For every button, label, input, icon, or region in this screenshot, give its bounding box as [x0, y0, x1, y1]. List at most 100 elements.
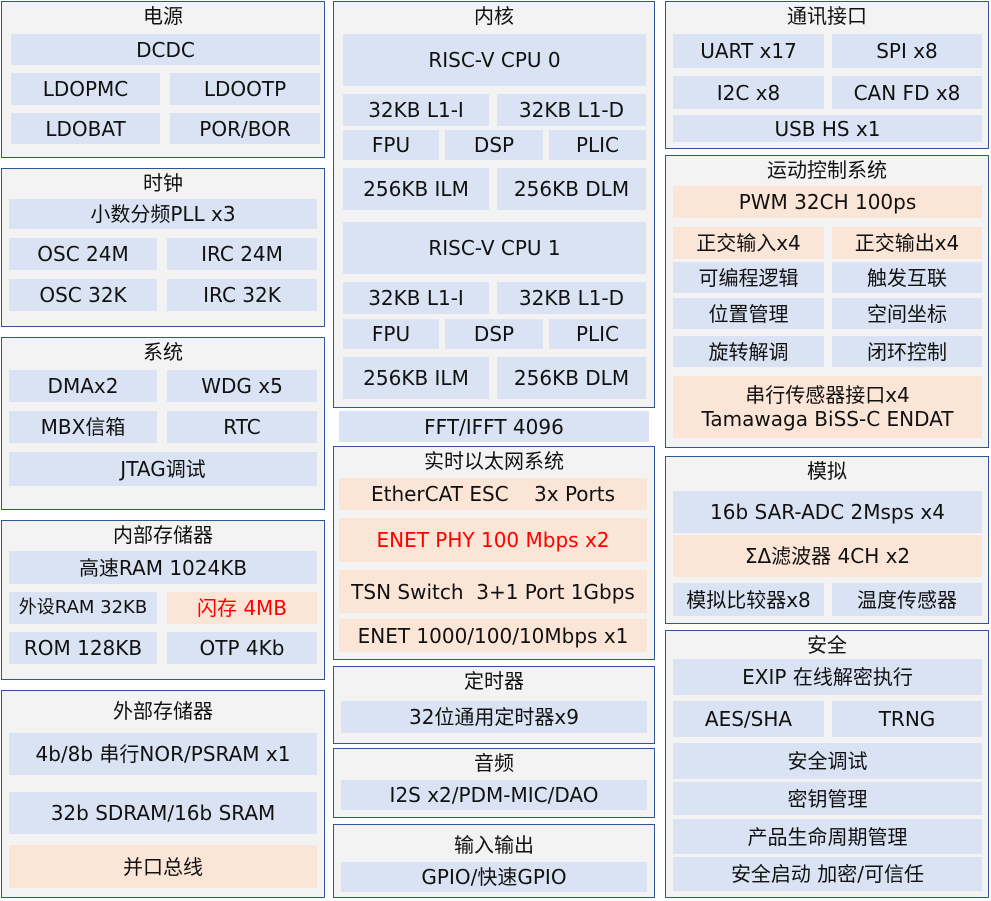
cpu1-l1i-block: 32KB L1-I [343, 282, 489, 314]
flash-block: 闪存 4MB [167, 592, 317, 624]
sdram-block: 32b SDRAM/16b SRAM [9, 792, 317, 834]
serial-sensor-block: 串行传感器接口x4 Tamawaga BiSS-C ENDAT [673, 376, 982, 438]
can-fd-block: CAN FD x8 [832, 76, 982, 109]
cpu0-dsp-block: DSP [445, 130, 543, 160]
mbx-block: MBX信箱 [9, 411, 157, 443]
peripheral-ram-block: 外设RAM 32KB [9, 592, 157, 624]
qei-output-block: 正交输出x4 [832, 227, 982, 259]
cpu0-l1d-block: 32KB L1-D [497, 94, 646, 126]
external-memory-panel: 外部存储器 4b/8b 串行NOR/PSRAM x1 32b SDRAM/16b… [1, 690, 325, 898]
cpu0-fpu-block: FPU [343, 130, 439, 160]
core-panel: 内核 RISC-V CPU 0 32KB L1-I 32KB L1-D FPU … [333, 1, 655, 408]
ram-block: 高速RAM 1024KB [9, 551, 317, 584]
temperature-sensor-block: 温度传感器 [832, 583, 982, 616]
external-memory-title: 外部存储器 [113, 699, 213, 723]
coordinate-block: 空间坐标 [832, 298, 982, 329]
cpu1-l1d-block: 32KB L1-D [497, 282, 646, 314]
internal-memory-title: 内部存储器 [113, 523, 213, 547]
spi-block: SPI x8 [832, 34, 982, 68]
qei-input-block: 正交输入x4 [673, 227, 824, 259]
cpu0-l1i-block: 32KB L1-I [343, 94, 489, 126]
analog-panel: 模拟 16b SAR-ADC 2Msps x4 ΣΔ滤波器 4CH x2 模拟比… [665, 456, 989, 624]
audio-title: 音频 [474, 751, 514, 775]
nor-psram-block: 4b/8b 串行NOR/PSRAM x1 [9, 733, 317, 775]
aes-sha-block: AES/SHA [673, 701, 824, 737]
exip-block: EXIP 在线解密执行 [673, 659, 982, 695]
audio-panel: 音频 I2S x2/PDM-MIC/DAO [333, 748, 655, 818]
timer-panel: 定时器 32位通用定时器x9 [333, 666, 655, 744]
serial-sensor-line2: Tamawaga BiSS-C ENDAT [701, 407, 954, 431]
power-title: 电源 [143, 4, 183, 28]
position-block: 位置管理 [673, 298, 824, 329]
irc24-block: IRC 24M [167, 238, 317, 270]
osc32-block: OSC 32K [9, 279, 157, 311]
enet-block: ENET 1000/100/10Mbps x1 [339, 619, 647, 652]
comm-panel: 通讯接口 UART x17 SPI x8 I2C x8 CAN FD x8 US… [665, 1, 989, 149]
ldopmc-block: LDOPMC [11, 73, 160, 105]
io-panel: 输入输出 GPIO/快速GPIO [333, 824, 655, 898]
porbor-block: POR/BOR [170, 113, 320, 144]
security-panel: 安全 EXIP 在线解密执行 AES/SHA TRNG 安全调试 密钥管理 产品… [665, 630, 989, 898]
trng-block: TRNG [832, 701, 982, 737]
secure-debug-block: 安全调试 [673, 743, 982, 779]
uart-block: UART x17 [673, 34, 824, 68]
otp-block: OTP 4Kb [167, 632, 317, 664]
gpio-block: GPIO/快速GPIO [341, 862, 647, 892]
cpu1-block: RISC-V CPU 1 [343, 222, 646, 274]
analog-title: 模拟 [807, 459, 847, 483]
secure-boot-block: 安全启动 加密/可信任 [673, 857, 982, 891]
core-title: 内核 [474, 4, 514, 28]
ethercat-block: EtherCAT ESC 3x Ports [339, 478, 647, 510]
system-title: 系统 [143, 340, 183, 364]
ldobat-block: LDOBAT [11, 113, 160, 144]
acmp-block: 模拟比较器x8 [673, 583, 824, 616]
cpu0-dlm-block: 256KB DLM [497, 168, 646, 210]
comm-title: 通讯接口 [787, 4, 867, 28]
cpu0-plic-block: PLIC [549, 130, 646, 160]
sdm-block: ΣΔ滤波器 4CH x2 [673, 535, 982, 577]
cpu0-ilm-block: 256KB ILM [343, 168, 489, 210]
i2c-block: I2C x8 [673, 76, 824, 109]
gpt-block: 32位通用定时器x9 [341, 701, 647, 733]
io-title: 输入输出 [454, 833, 534, 857]
dma-block: DMAx2 [9, 370, 157, 402]
timer-title: 定时器 [464, 669, 524, 693]
clock-title: 时钟 [143, 171, 183, 195]
resolver-block: 旋转解调 [673, 336, 824, 367]
trigger-block: 触发互联 [832, 262, 982, 293]
i2s-block: I2S x2/PDM-MIC/DAO [341, 780, 647, 810]
ethernet-panel: 实时以太网系统 EtherCAT ESC 3x Ports ENET PHY 1… [333, 446, 655, 660]
motion-title: 运动控制系统 [767, 158, 887, 182]
internal-memory-panel: 内部存储器 高速RAM 1024KB 外设RAM 32KB 闪存 4MB ROM… [1, 520, 325, 680]
system-panel: 系统 DMAx2 WDG x5 MBX信箱 RTC JTAG调试 [1, 337, 325, 510]
pwm-block: PWM 32CH 100ps [673, 186, 982, 218]
pll-block: 小数分频PLL x3 [9, 199, 317, 229]
cpu1-dlm-block: 256KB DLM [497, 357, 646, 399]
closed-loop-block: 闭环控制 [832, 336, 982, 367]
enet-phy-block: ENET PHY 100 Mbps x2 [339, 518, 647, 562]
power-panel: 电源 DCDC LDOPMC LDOOTP LDOBAT POR/BOR [1, 1, 325, 158]
cpu1-ilm-block: 256KB ILM [343, 357, 489, 399]
jtag-block: JTAG调试 [9, 452, 317, 486]
parallel-bus-block: 并口总线 [9, 845, 317, 888]
plb-block: 可编程逻辑 [673, 262, 824, 293]
osc24-block: OSC 24M [9, 238, 157, 270]
security-title: 安全 [807, 633, 847, 657]
lifecycle-block: 产品生命周期管理 [673, 819, 982, 854]
motion-panel: 运动控制系统 PWM 32CH 100ps 正交输入x4 正交输出x4 可编程逻… [665, 155, 989, 448]
tsn-switch-block: TSN Switch 3+1 Port 1Gbps [339, 570, 647, 613]
cpu1-fpu-block: FPU [343, 319, 439, 349]
fft-block: FFT/IFFT 4096 [339, 411, 649, 442]
irc32-block: IRC 32K [167, 279, 317, 311]
dcdc-block: DCDC [11, 34, 320, 65]
cpu1-dsp-block: DSP [445, 319, 543, 349]
cpu0-block: RISC-V CPU 0 [343, 34, 646, 86]
clock-panel: 时钟 小数分频PLL x3 OSC 24M IRC 24M OSC 32K IR… [1, 168, 325, 327]
key-management-block: 密钥管理 [673, 782, 982, 815]
wdg-block: WDG x5 [167, 370, 317, 402]
ldootp-block: LDOOTP [170, 73, 320, 105]
adc-block: 16b SAR-ADC 2Msps x4 [673, 491, 982, 533]
ethernet-title: 实时以太网系统 [424, 449, 564, 473]
usb-block: USB HS x1 [673, 115, 982, 142]
rtc-block: RTC [167, 411, 317, 443]
